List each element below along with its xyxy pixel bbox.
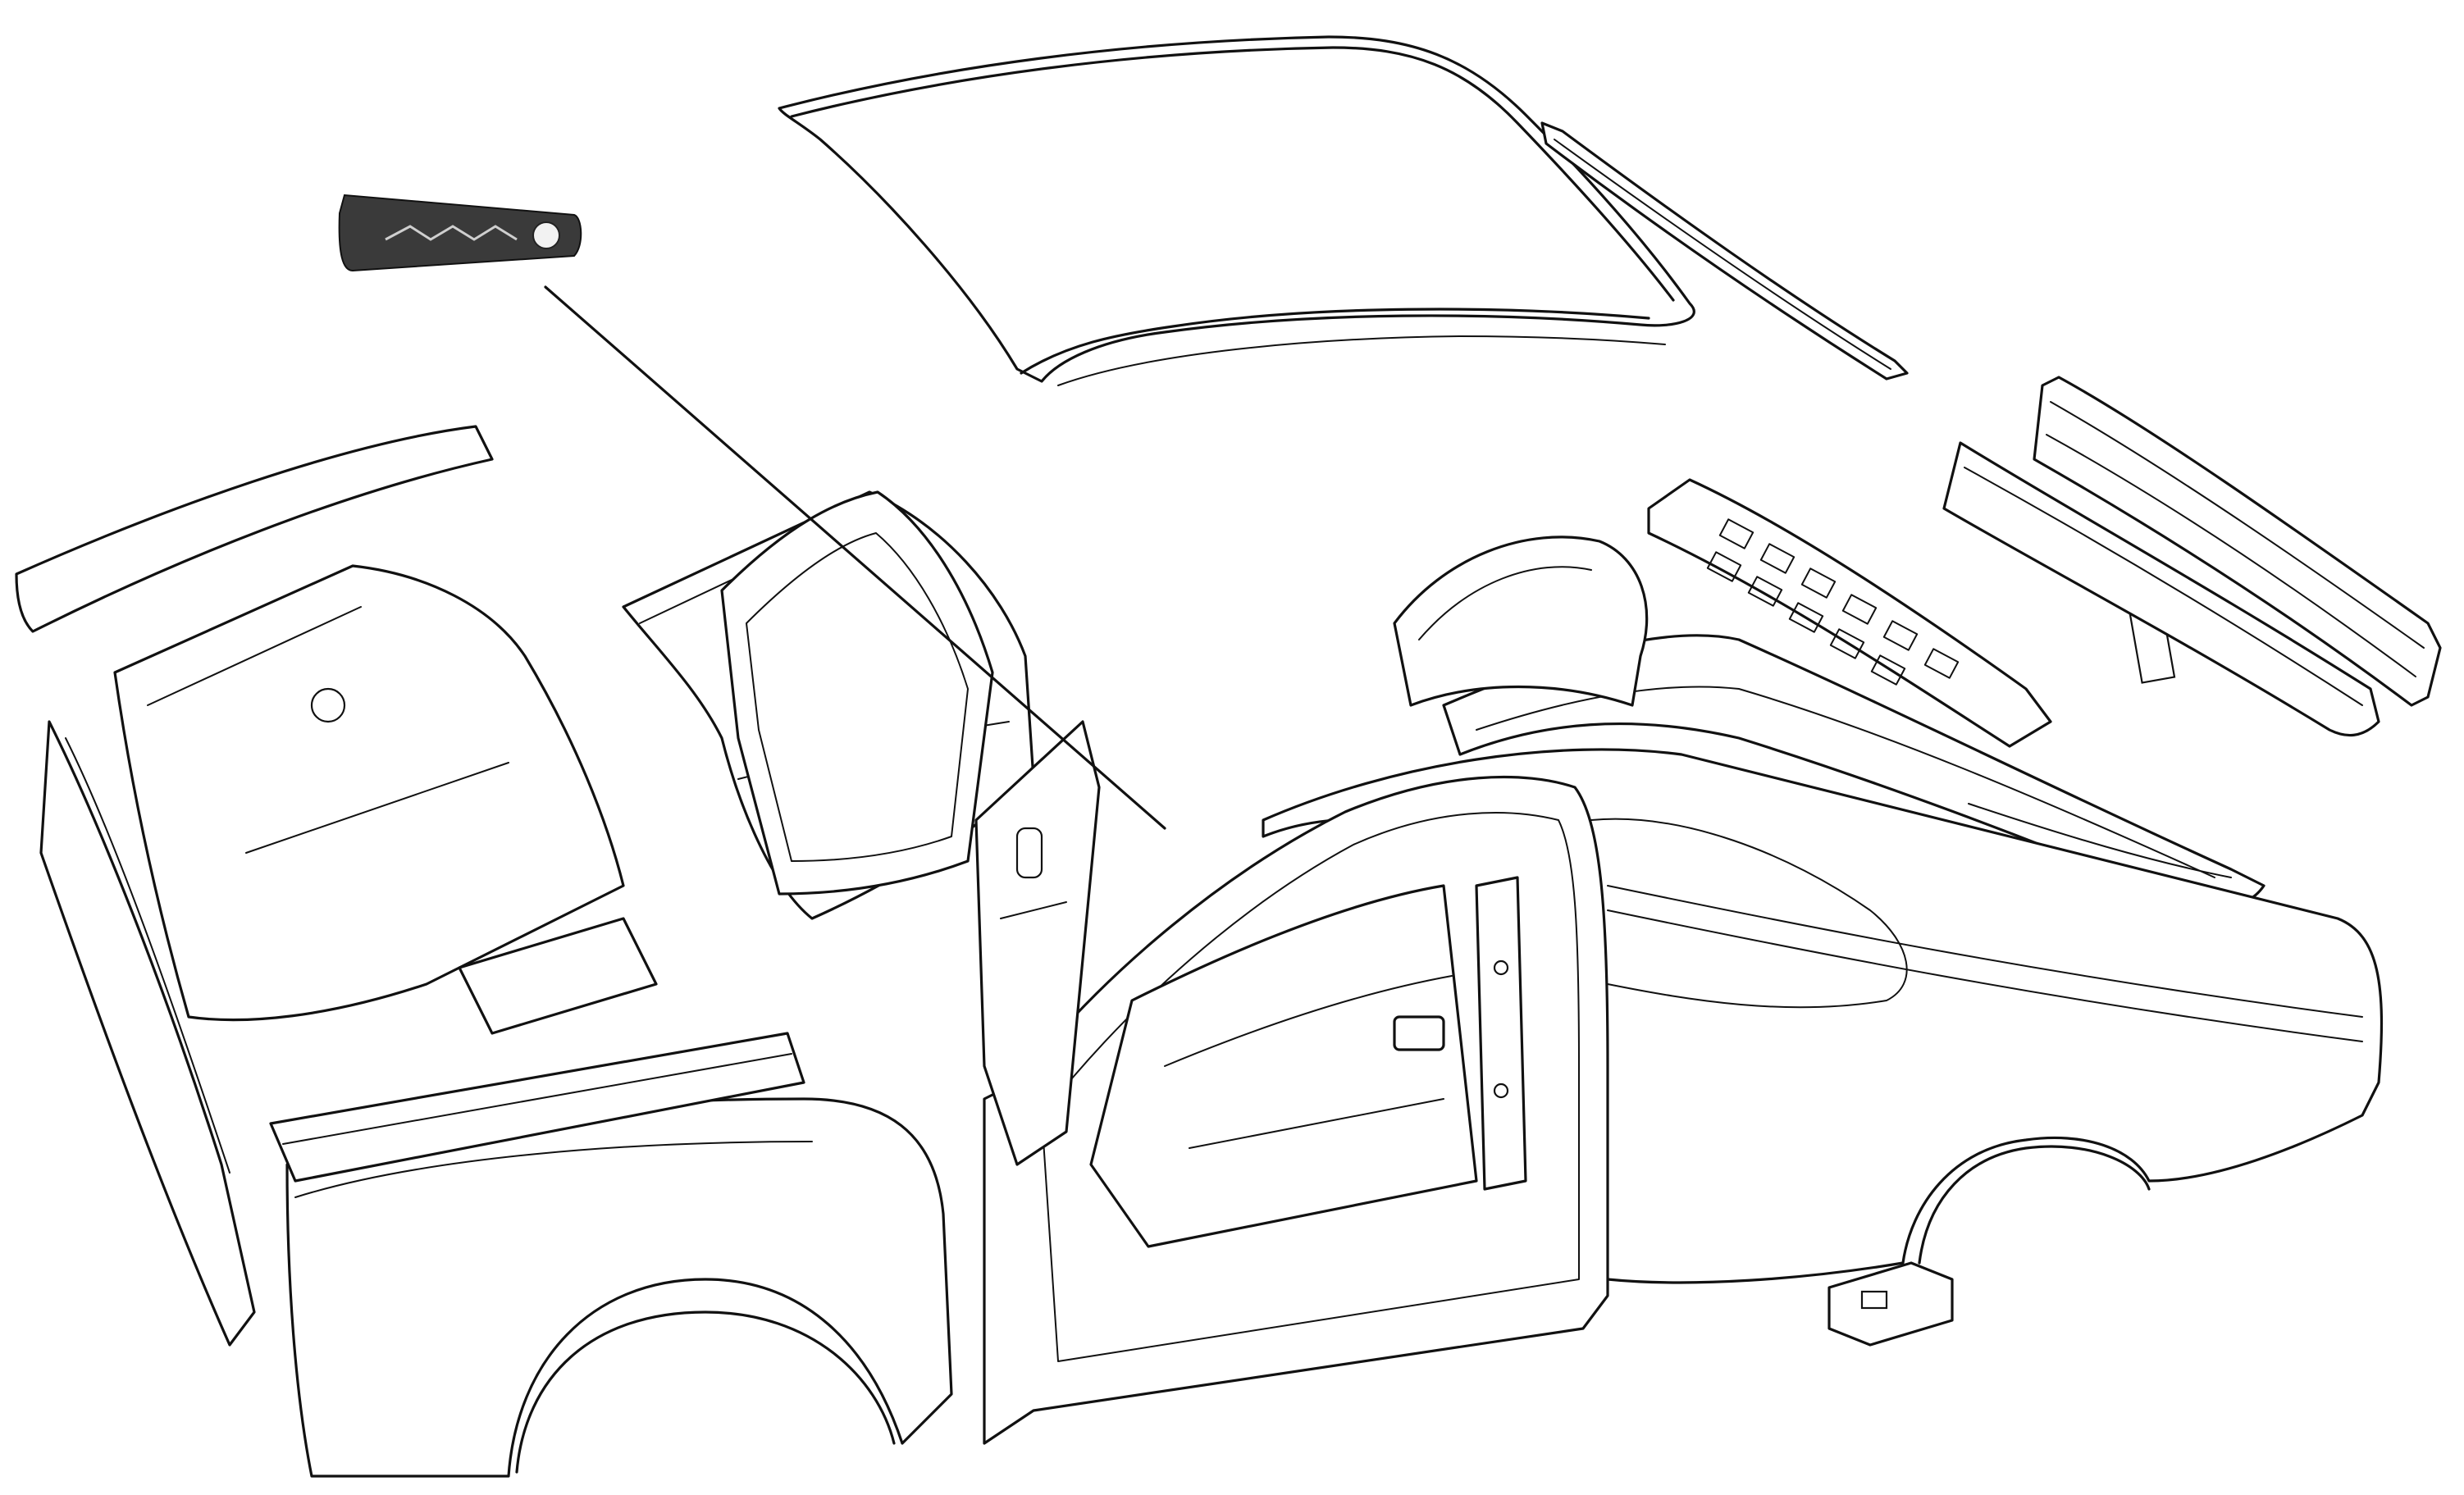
b-pillar (1475, 876, 1527, 1191)
leader-line (544, 285, 1166, 830)
rear-bracket (1827, 1261, 1954, 1347)
windscreen-frame (720, 490, 994, 896)
roof-drip-rail (1540, 121, 1909, 381)
rear-wheel-arch (1393, 536, 1649, 707)
a-pillar (974, 720, 1101, 1166)
roof-panel (778, 35, 1695, 386)
rear-panel (1942, 376, 2442, 737)
bracket-part-photo-icon (338, 194, 582, 272)
front-inner-wing (113, 564, 658, 1035)
radiator-support (269, 1032, 805, 1183)
floor-pan (1089, 884, 1478, 1248)
front-panel (15, 425, 494, 1347)
rear-crossmember (1647, 478, 2052, 748)
